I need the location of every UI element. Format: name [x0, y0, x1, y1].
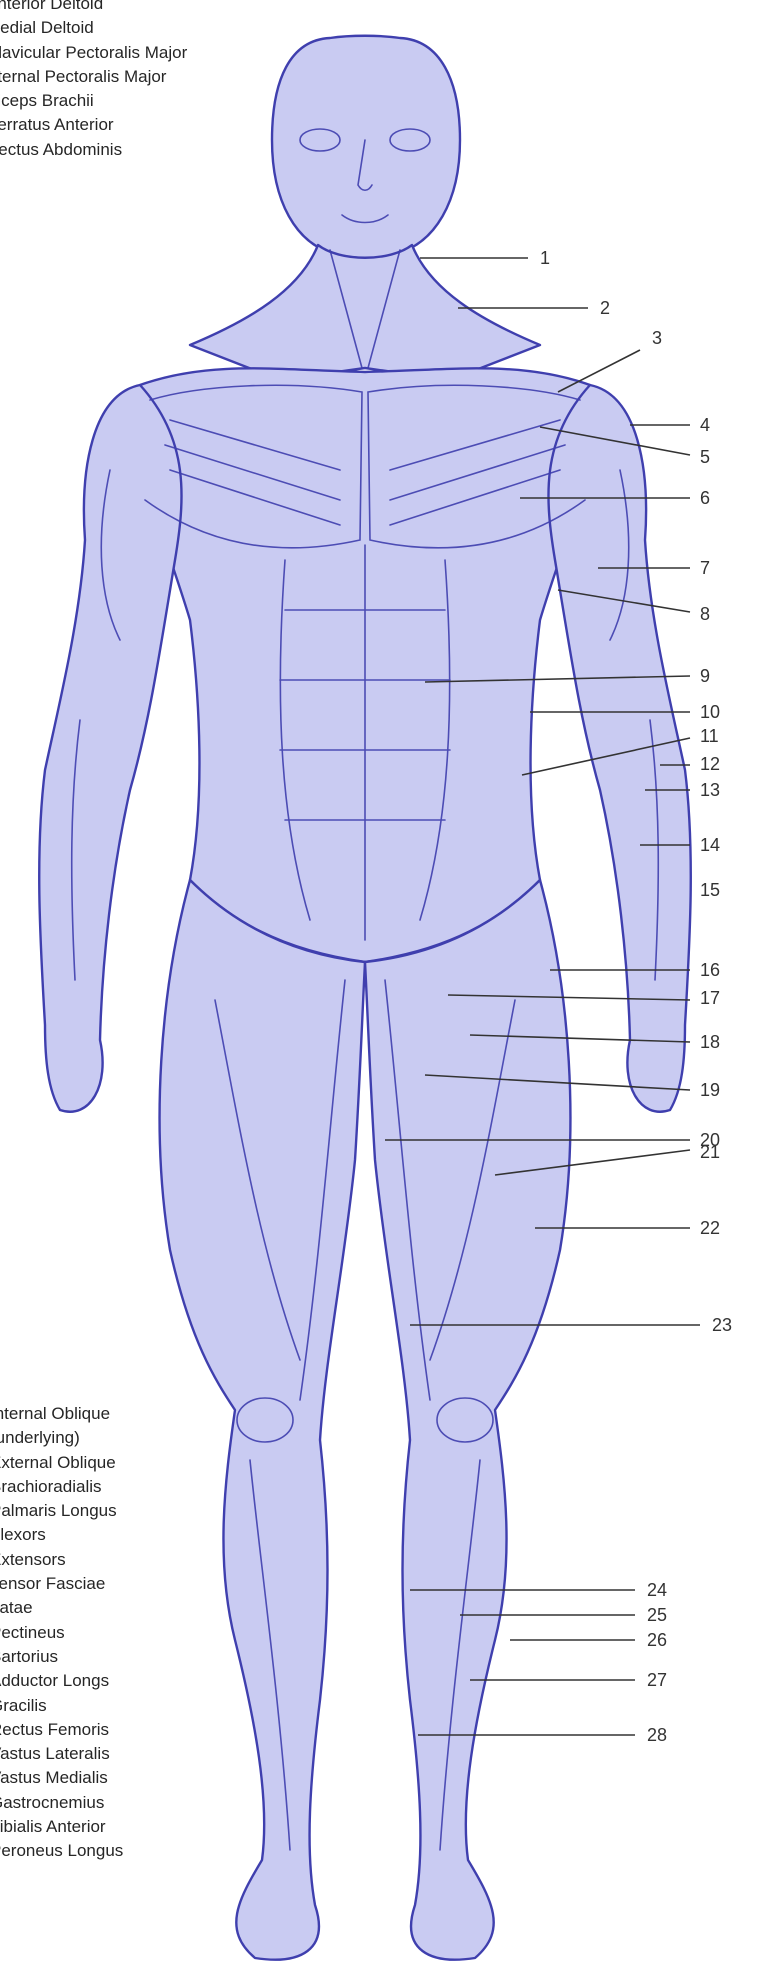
callout-number: 10 [700, 702, 720, 722]
head-illustration [272, 36, 460, 258]
callout-number: 28 [647, 1725, 667, 1745]
right-arm-illustration [548, 385, 690, 1112]
callout-number: 5 [700, 447, 710, 467]
callout-number: 15 [700, 880, 720, 900]
callout-number: 1 [540, 248, 550, 268]
callout-number: 27 [647, 1670, 667, 1690]
callout-number: 7 [700, 558, 710, 578]
callout-number: 18 [700, 1032, 720, 1052]
callout-number: 6 [700, 488, 710, 508]
callout-number: 22 [700, 1218, 720, 1238]
callout-number: 24 [647, 1580, 667, 1600]
callout-number: 13 [700, 780, 720, 800]
callout-number: 19 [700, 1080, 720, 1100]
callout-number: 9 [700, 666, 710, 686]
left-arm-illustration [39, 385, 181, 1112]
callout-number: 12 [700, 754, 720, 774]
callout-number: 3 [652, 328, 662, 348]
right-leg-illustration [365, 880, 570, 1960]
callout-number: 26 [647, 1630, 667, 1650]
callout-number: 21 [700, 1142, 720, 1162]
callout-number: 2 [600, 298, 610, 318]
callout-number: 16 [700, 960, 720, 980]
callout-number: 8 [700, 604, 710, 624]
neck-illustration [190, 245, 540, 380]
callout-number: 17 [700, 988, 720, 1008]
callout-leader-line [558, 350, 640, 392]
left-leg-illustration [160, 880, 365, 1960]
callout-number: 25 [647, 1605, 667, 1625]
callout-number: 4 [700, 415, 710, 435]
callout-number: 11 [700, 726, 719, 746]
callout-number: 23 [712, 1315, 732, 1335]
callout-number: 14 [700, 835, 720, 855]
